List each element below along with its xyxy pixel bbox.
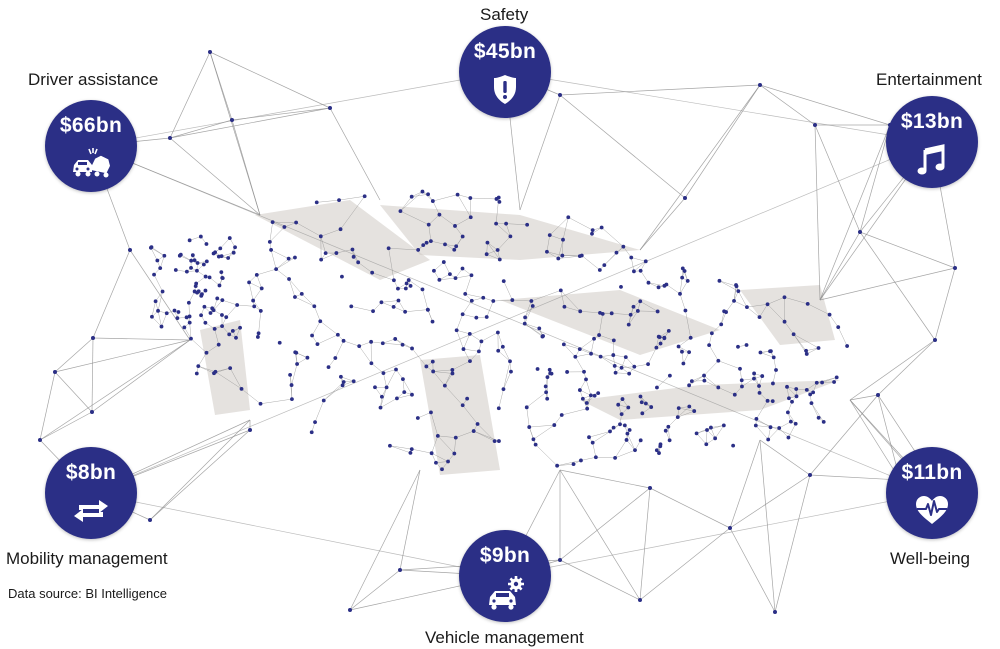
car-silhouette <box>200 200 840 475</box>
vehicle-management-node: $9bn <box>459 530 551 622</box>
driver-assistance-label: Driver assistance <box>28 70 159 89</box>
safety-value: $45bn <box>473 40 537 63</box>
well-being-label: Well-being <box>890 549 971 568</box>
heart-pulse-icon <box>916 496 948 524</box>
swap-arrows-icon <box>74 500 108 522</box>
driver-assistance-node: $66bn <box>45 100 137 192</box>
entertainment-label: Entertainment <box>876 70 982 89</box>
entertainment-node: $13bn <box>886 96 978 188</box>
driver-assistance-value: $66bn <box>59 114 123 137</box>
mobility-management-value: $8bn <box>65 461 117 484</box>
safety-label: Safety <box>480 5 529 24</box>
entertainment-value: $13bn <box>900 110 964 133</box>
network-dots <box>38 50 962 614</box>
mobility-management-node: $8bn <box>45 447 137 539</box>
mobility-management-label: Mobility management <box>6 549 168 568</box>
well-being-node: $11bn <box>886 447 978 539</box>
shield-alert-icon <box>494 75 516 104</box>
music-note-icon <box>917 144 945 175</box>
vehicle-management-label: Vehicle management <box>425 628 584 647</box>
safety-node: $45bn <box>459 26 551 118</box>
well-being-value: $11bn <box>901 461 963 484</box>
vehicle-management-value: $9bn <box>479 544 531 567</box>
car-collision-icon <box>73 148 111 178</box>
network-lines <box>39 51 961 613</box>
car-gear-icon <box>489 576 524 610</box>
data-source-note: Data source: BI Intelligence <box>8 586 167 601</box>
